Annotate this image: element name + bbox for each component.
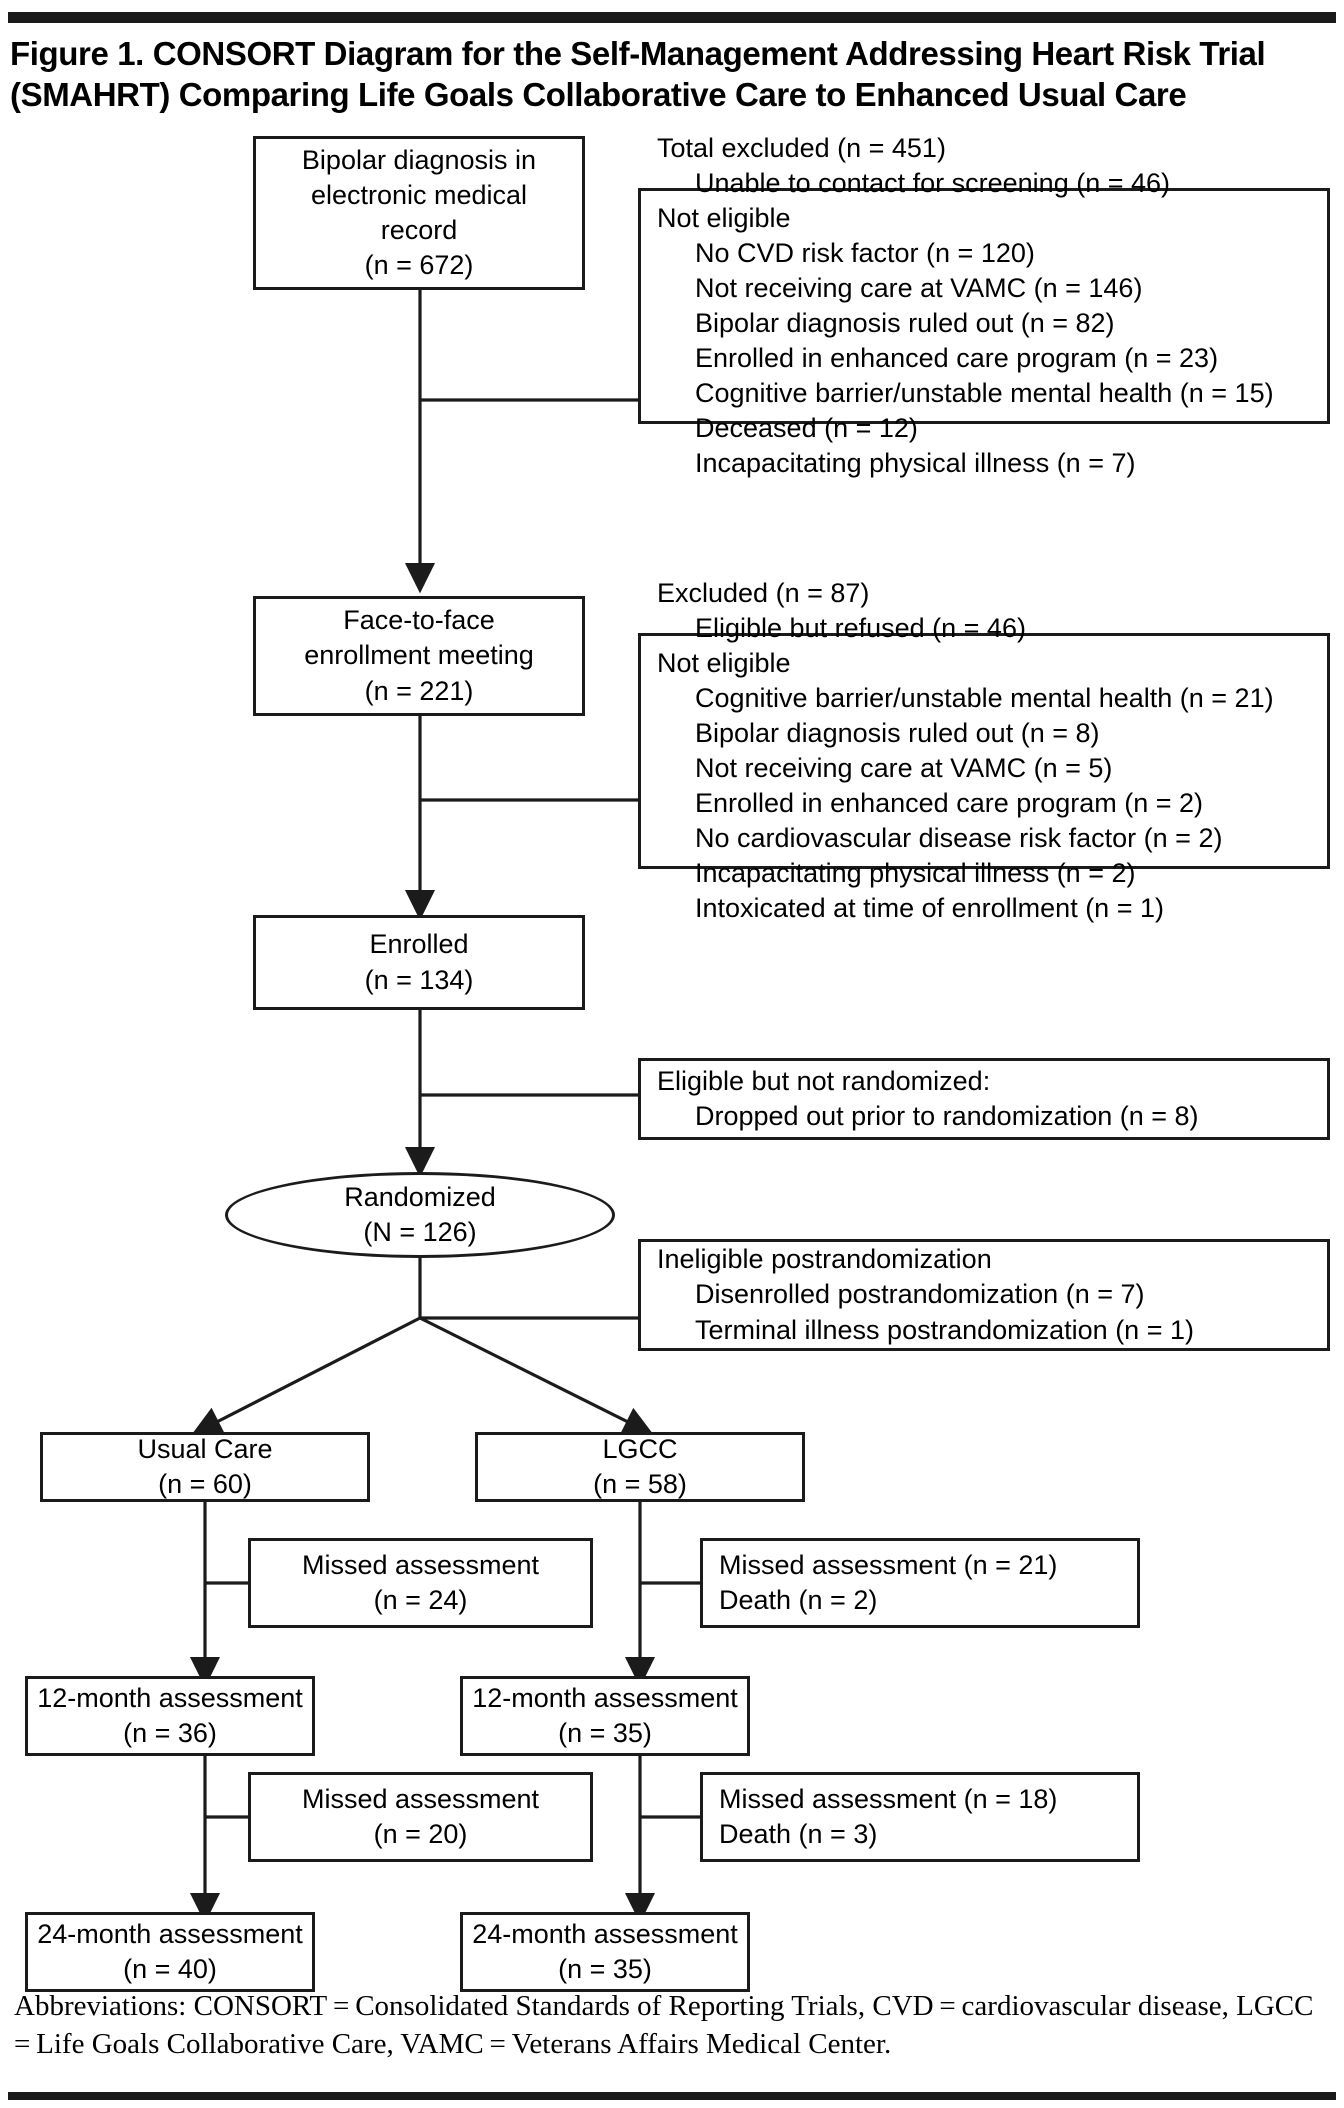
box-enrolled: Enrolled (n = 134)	[253, 915, 585, 1010]
box-usual-care-arm: Usual Care (n = 60)	[40, 1432, 370, 1502]
usual-care-label: Usual Care	[137, 1433, 273, 1464]
uc-missed-12-label: Missed assessment	[301, 1549, 540, 1580]
excluded-screening-reason-5: Enrolled in enhanced care program (n = 2…	[695, 343, 1219, 374]
excluded-meeting-reason-2: Cognitive barrier/unstable mental health…	[695, 682, 1274, 713]
box-excluded-meeting: Excluded (n = 87) Eligible but refused (…	[638, 578, 1330, 923]
excluded-screening-reason-1: Unable to contact for screening (n = 46)	[695, 167, 1171, 198]
enrolled-label: Enrolled	[369, 929, 469, 960]
randomized-label: Randomized	[344, 1181, 496, 1212]
box-usual-care-24mo: 24-month assessment (n = 40)	[25, 1912, 315, 1992]
excluded-meeting-reason-3: Bipolar diagnosis ruled out (n = 8)	[695, 717, 1100, 748]
box-screened-line-2: electronic medical	[310, 179, 528, 210]
lgcc-24mo-label: 24-month assessment	[472, 1918, 738, 1949]
ineligible-post-header: Ineligible postrandomization	[657, 1244, 992, 1275]
box-lgcc-12mo: 12-month assessment (n = 35)	[460, 1676, 750, 1756]
excluded-meeting-reason-7: Incapacitating physical illness (n = 2)	[695, 858, 1136, 889]
lgcc-label: LGCC	[602, 1433, 678, 1464]
box-lgcc-24mo: 24-month assessment (n = 35)	[460, 1912, 750, 1992]
usual-care-count: (n = 60)	[158, 1469, 252, 1499]
box-excluded-screening: Total excluded (n = 451) Unable to conta…	[638, 133, 1330, 478]
excluded-meeting-reason-5: Enrolled in enhanced care program (n = 2…	[695, 788, 1204, 819]
uc-missed-24-label: Missed assessment	[301, 1783, 540, 1814]
lgcc-12mo-label: 12-month assessment	[472, 1682, 738, 1713]
box-lgcc-missed-12mo: Missed assessment (n = 21) Death (n = 2)	[700, 1538, 1140, 1628]
excluded-meeting-reason-8: Intoxicated at time of enrollment (n = 1…	[695, 893, 1164, 924]
lgcc-count: (n = 58)	[593, 1469, 687, 1499]
bottom-rule	[8, 2092, 1336, 2100]
excluded-screening-reason-4: Bipolar diagnosis ruled out (n = 82)	[695, 308, 1115, 338]
box-screened-count: (n = 672)	[364, 250, 474, 281]
uc-12mo-count: (n = 36)	[123, 1718, 217, 1748]
box-usual-care-12mo: 12-month assessment (n = 36)	[25, 1676, 315, 1756]
box-enrollment-meeting: Face-to-face enrollment meeting (n = 221…	[253, 596, 585, 716]
excluded-screening-reason-2: No CVD risk factor (n = 120)	[695, 237, 1035, 268]
excluded-meeting-reason-6: No cardiovascular disease risk factor (n…	[695, 823, 1223, 854]
excluded-screening-reason-8: Incapacitating physical illness (n = 7)	[695, 448, 1136, 479]
excluded-screening-reason-6: Cognitive barrier/unstable mental health…	[695, 378, 1274, 409]
box-screened-line-1: Bipolar diagnosis in	[301, 144, 537, 175]
ineligible-post-reason-1: Disenrolled postrandomization (n = 7)	[695, 1279, 1145, 1310]
excluded-screening-reason-7: Deceased (n = 12)	[695, 413, 918, 444]
excluded-meeting-reason-1: Eligible but refused (n = 46)	[695, 612, 1026, 643]
ineligible-post-reason-2: Terminal illness postrandomization (n = …	[695, 1314, 1194, 1345]
box-ineligible-postrandomization: Ineligible postrandomization Disenrolled…	[638, 1239, 1330, 1351]
lgcc-12mo-count: (n = 35)	[558, 1718, 652, 1748]
box-usual-care-missed-12mo: Missed assessment (n = 24)	[248, 1538, 593, 1628]
lgcc-missed-12-line-2: Death (n = 2)	[719, 1585, 878, 1615]
box-screened: Bipolar diagnosis in electronic medical …	[253, 136, 585, 290]
uc-24mo-label: 24-month assessment	[37, 1918, 303, 1949]
excluded-meeting-total: Excluded (n = 87)	[657, 577, 870, 608]
excluded-meeting-not-eligible-header: Not eligible	[657, 647, 791, 678]
box-screened-line-3: record	[380, 215, 458, 245]
enrollment-meeting-count: (n = 221)	[364, 675, 474, 706]
not-randomized-header: Eligible but not randomized:	[657, 1065, 991, 1096]
top-rule	[8, 12, 1336, 23]
lgcc-missed-24-line-1: Missed assessment (n = 18)	[719, 1783, 1058, 1814]
excluded-meeting-reason-4: Not receiving care at VAMC (n = 5)	[695, 753, 1113, 783]
figure-title: Figure 1. CONSORT Diagram for the Self-M…	[10, 35, 1266, 113]
uc-missed-24-count: (n = 20)	[373, 1819, 468, 1849]
lgcc-24mo-count: (n = 35)	[558, 1954, 652, 1984]
excluded-screening-total: Total excluded (n = 451)	[657, 132, 946, 163]
lgcc-missed-24-line-2: Death (n = 3)	[719, 1819, 878, 1849]
excluded-screening-not-eligible-header: Not eligible	[657, 202, 791, 233]
uc-24mo-count: (n = 40)	[123, 1954, 217, 1984]
lgcc-missed-12-line-1: Missed assessment (n = 21)	[719, 1549, 1058, 1580]
box-lgcc-missed-24mo: Missed assessment (n = 18) Death (n = 3)	[700, 1772, 1140, 1862]
uc-12mo-label: 12-month assessment	[37, 1682, 303, 1713]
excluded-screening-reason-3: Not receiving care at VAMC (n = 146)	[695, 272, 1143, 303]
box-not-randomized: Eligible but not randomized: Dropped out…	[638, 1058, 1330, 1140]
enrollment-meeting-line-2: enrollment meeting	[304, 640, 534, 671]
randomized-count: (N = 126)	[363, 1217, 477, 1247]
not-randomized-reason-1: Dropped out prior to randomization (n = …	[695, 1101, 1199, 1131]
enrolled-count: (n = 134)	[364, 964, 474, 995]
uc-missed-12-count: (n = 24)	[373, 1585, 468, 1615]
ellipse-randomized: Randomized (N = 126)	[225, 1172, 615, 1258]
box-usual-care-missed-24mo: Missed assessment (n = 20)	[248, 1772, 593, 1862]
enrollment-meeting-line-1: Face-to-face	[343, 605, 495, 636]
box-lgcc-arm: LGCC (n = 58)	[475, 1432, 805, 1502]
figure-footnote: Abbreviations: CONSORT = Consolidated St…	[14, 1990, 1320, 2060]
